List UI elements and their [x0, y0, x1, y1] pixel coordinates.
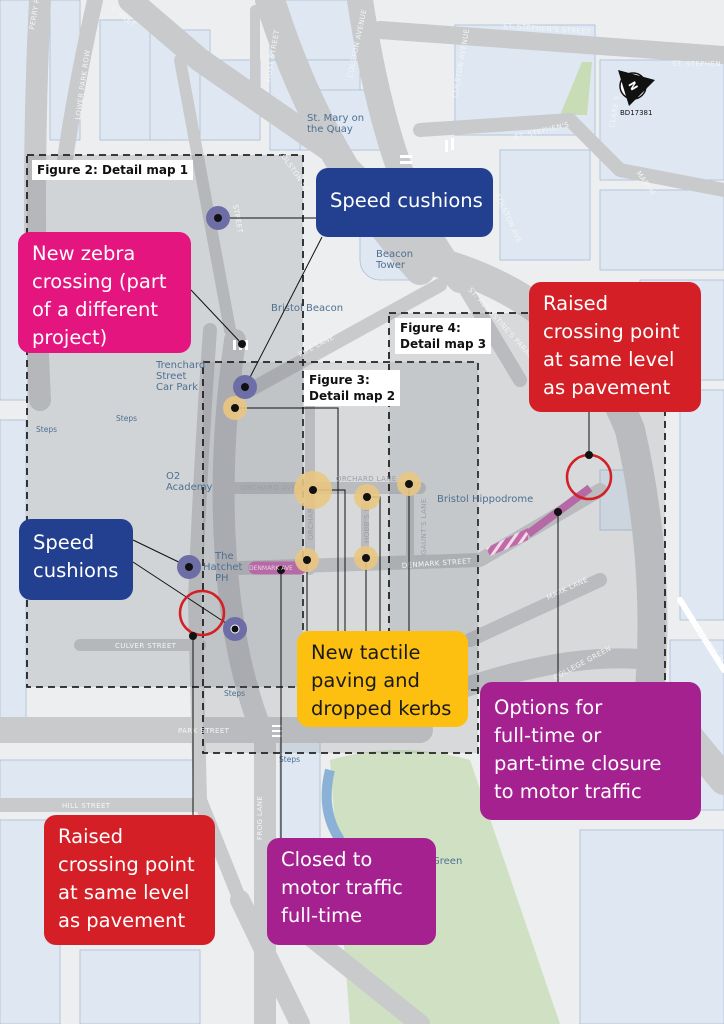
callout-line: New tactile	[311, 641, 421, 664]
callout-line: as pavement	[58, 909, 186, 932]
leader-lines	[132, 217, 590, 838]
place-label: Tower	[375, 260, 406, 271]
callout-line: Speed cushions	[330, 189, 483, 212]
place-label: Beacon	[376, 249, 413, 260]
figure-3-line: Detail map 2	[309, 389, 396, 403]
callout-line: as pavement	[543, 376, 671, 399]
street-label: ST. STEPHEN	[672, 60, 721, 68]
place-label: Car Park	[156, 382, 198, 393]
leader-dots	[185, 214, 593, 640]
callout-line: full-time or	[494, 724, 602, 747]
callout-line: paving and	[311, 669, 420, 692]
callout-line: cushions	[33, 559, 119, 582]
place-label: Trenchard	[155, 360, 205, 371]
street-label: FROG LANE	[256, 796, 264, 840]
callout-line: crossing (part	[32, 270, 167, 293]
callout-new-zebra-crossing: New zebra crossing (part of a different …	[18, 232, 191, 353]
place-label: Bristol Beacon	[271, 303, 343, 314]
street-label: HILL STREET	[62, 802, 111, 810]
callout-closure-options: Options for full-time or part-time closu…	[480, 682, 701, 820]
figure-3-line: Figure 3:	[309, 373, 370, 387]
callout-line: to motor traffic	[494, 780, 642, 803]
callout-line: crossing point	[58, 853, 195, 876]
callout-line: Options for	[494, 696, 603, 719]
figure-4-label[interactable]: Figure 4: Detail map 3	[395, 318, 492, 354]
callout-line: at same level	[58, 881, 190, 904]
closure-option-hatched-area	[486, 528, 528, 556]
figure-4-line: Detail map 3	[400, 337, 487, 351]
street-label: ORCHARD AVE	[241, 484, 296, 492]
north-arrow-icon: N	[618, 70, 655, 106]
callout-line: motor traffic	[281, 876, 403, 899]
callout-tactile-paving: New tactile paving and dropped kerbs	[297, 631, 468, 727]
callout-line: dropped kerbs	[311, 697, 452, 720]
steps-label: Steps	[279, 755, 300, 764]
street-label: GAUNT'S LANE	[420, 498, 428, 555]
street-label: ORCHARD LANE	[336, 475, 397, 483]
street-label: CULVER STREET	[115, 642, 177, 650]
callout-line: Raised	[58, 825, 124, 848]
steps-label: Steps	[116, 414, 137, 423]
steps-label: Steps	[224, 689, 245, 698]
place-label: PH	[215, 573, 229, 584]
place-label: the Quay	[307, 124, 353, 135]
callout-line: Closed to	[281, 848, 373, 871]
place-label: Hatchet	[203, 562, 243, 573]
callout-speed-cushions-left: Speed cushions	[19, 519, 133, 600]
top-street-labels: ORCHARD LANE DENMARK AVE	[249, 475, 397, 572]
figure-3-label[interactable]: Figure 3: Detail map 2	[304, 370, 401, 406]
callout-line: Raised	[543, 292, 609, 315]
place-label: Academy	[166, 482, 213, 493]
street-label: HOBB'S LANE	[363, 491, 371, 543]
figure-4-line: Figure 4:	[400, 321, 461, 335]
steps-label: Steps	[36, 425, 57, 434]
raised-crossing-marker	[178, 589, 226, 637]
street-label-denmark-ave: DENMARK AVE	[249, 565, 293, 572]
place-label: The	[214, 551, 234, 562]
parks	[321, 62, 592, 1024]
place-label: Bristol Hippodrome	[437, 494, 533, 505]
callout-line: New zebra	[32, 242, 136, 265]
callout-line: part-time closure	[494, 752, 662, 775]
callout-line: full-time	[281, 904, 363, 927]
street-label: PARK STREET	[178, 727, 230, 735]
place-labels: St. Mary on the Quay Beacon Tower Bristo…	[36, 113, 533, 867]
callout-closed-full-time: Closed to motor traffic full-time	[267, 838, 436, 945]
place-label: St. Mary on	[307, 113, 364, 124]
place-label: Green	[432, 856, 462, 867]
callout-line: at same level	[543, 348, 675, 371]
map-reference: BD17381	[620, 109, 653, 117]
callout-line: of a different	[32, 298, 158, 321]
callout-speed-cushions-top: Speed cushions	[316, 168, 493, 237]
place-label: O2	[166, 471, 180, 482]
callout-raised-crossing-bottom: Raised crossing point at same level as p…	[44, 815, 215, 945]
callout-line: crossing point	[543, 320, 680, 343]
callout-raised-crossing-top: Raised crossing point at same level as p…	[529, 282, 701, 412]
callout-line: Speed	[33, 531, 95, 554]
place-label: Street	[156, 371, 186, 382]
callout-line: project)	[32, 326, 108, 349]
figure-2-label[interactable]: Figure 2: Detail map 1	[32, 160, 194, 180]
